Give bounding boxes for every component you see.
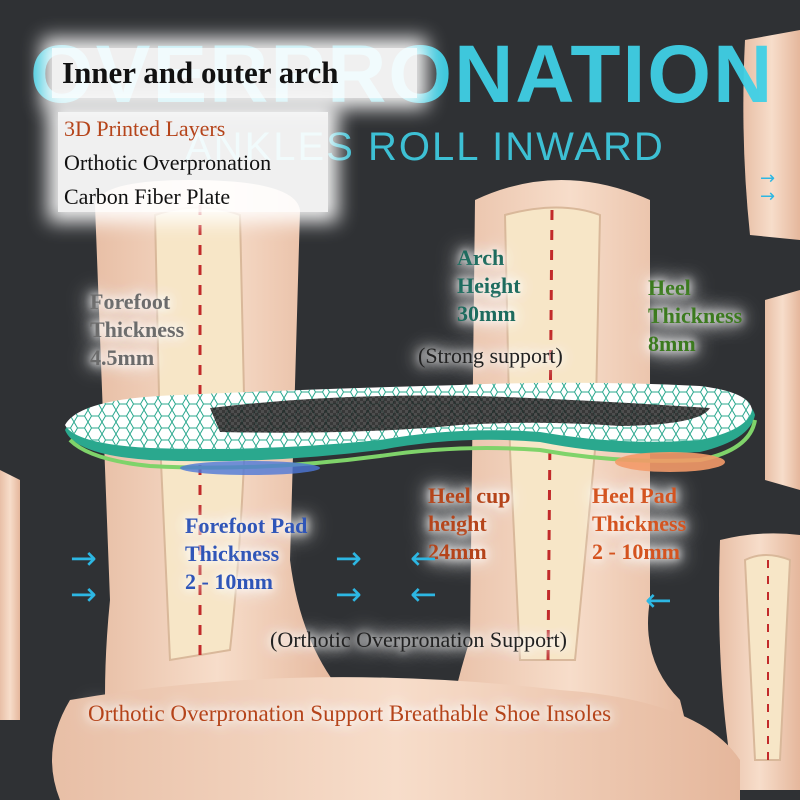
title-box	[52, 48, 417, 98]
arrow-group-right: ←	[645, 582, 672, 618]
arrow-group-left: → →	[70, 540, 97, 612]
forefoot-pad-value: 2 - 10mm	[185, 569, 273, 594]
arrow-right-icon: →	[760, 186, 776, 207]
arch-height-line-1: Arch	[457, 245, 505, 270]
strong-support-label: (Strong support)	[418, 343, 563, 368]
feature-list-box	[58, 112, 328, 212]
forefoot-pad-line-2: Thickness	[185, 541, 280, 566]
arrow-right-icon: →	[70, 575, 97, 613]
heel-thickness-value: 8mm	[648, 331, 696, 356]
arrow-left-icon: ←	[410, 575, 437, 613]
heel-pad-line-2: Thickness	[592, 511, 687, 536]
heel-cup-value: 24mm	[428, 539, 487, 564]
arrow-left-icon: ←	[410, 539, 437, 577]
heel-thickness-label: Heel Thickness 8mm	[648, 274, 742, 358]
arrow-group-center: ← ←	[410, 540, 437, 612]
arch-height-value: 30mm	[457, 301, 516, 326]
forefoot-thickness-line-1: Forefoot	[90, 289, 171, 314]
heel-pad-value: 2 - 10mm	[592, 539, 680, 564]
arrow-group-middle: → →	[335, 540, 362, 612]
feature-3d-printed-layers: 3D Printed Layers	[64, 116, 226, 141]
arch-height-label: Arch Height 30mm	[457, 244, 521, 328]
title-text: Inner and outer arch	[62, 55, 339, 90]
arrow-right-icon: →	[760, 168, 776, 189]
arrow-right-icon: →	[70, 539, 97, 577]
insole-illustration	[65, 382, 757, 475]
heel-pad-thickness-label: Heel Pad Thickness 2 - 10mm	[592, 482, 686, 566]
right-leg-illustrations	[719, 30, 800, 790]
arrow-group-far-right: → →	[760, 170, 775, 206]
heel-thickness-line-1: Heel	[648, 275, 691, 300]
left-edge-leg-illustration	[0, 470, 20, 720]
heel-thickness-line-2: Thickness	[648, 303, 743, 328]
feature-carbon-fiber-plate: Carbon Fiber Plate	[64, 184, 231, 209]
forefoot-pad-line-1: Forefoot Pad	[185, 513, 308, 538]
arch-height-line-2: Height	[457, 273, 521, 298]
product-line-text: Orthotic Overpronation Support Breathabl…	[88, 701, 612, 726]
arrow-right-icon: →	[335, 539, 362, 577]
heel-cup-line-1: Heel cup	[428, 483, 511, 508]
heel-cup-height-label: Heel cup height 24mm	[428, 482, 511, 566]
arrow-left-icon: ←	[645, 581, 672, 619]
feature-orthotic-overpronation: Orthotic Overpronation	[64, 150, 272, 175]
heel-cup-line-2: height	[428, 511, 487, 536]
forefoot-thickness-value: 4.5mm	[90, 345, 155, 370]
forefoot-pad-thickness-label: Forefoot Pad Thickness 2 - 10mm	[185, 512, 307, 596]
arrow-right-icon: →	[335, 575, 362, 613]
orthotic-support-label: (Orthotic Overpronation Support)	[270, 627, 567, 652]
heel-pad-line-1: Heel Pad	[592, 483, 677, 508]
feature-list: 3D Printed Layers Orthotic Overpronation…	[64, 112, 271, 214]
forefoot-thickness-label: Forefoot Thickness 4.5mm	[90, 288, 184, 372]
forefoot-thickness-line-2: Thickness	[90, 317, 185, 342]
foot-illustration	[52, 677, 740, 800]
